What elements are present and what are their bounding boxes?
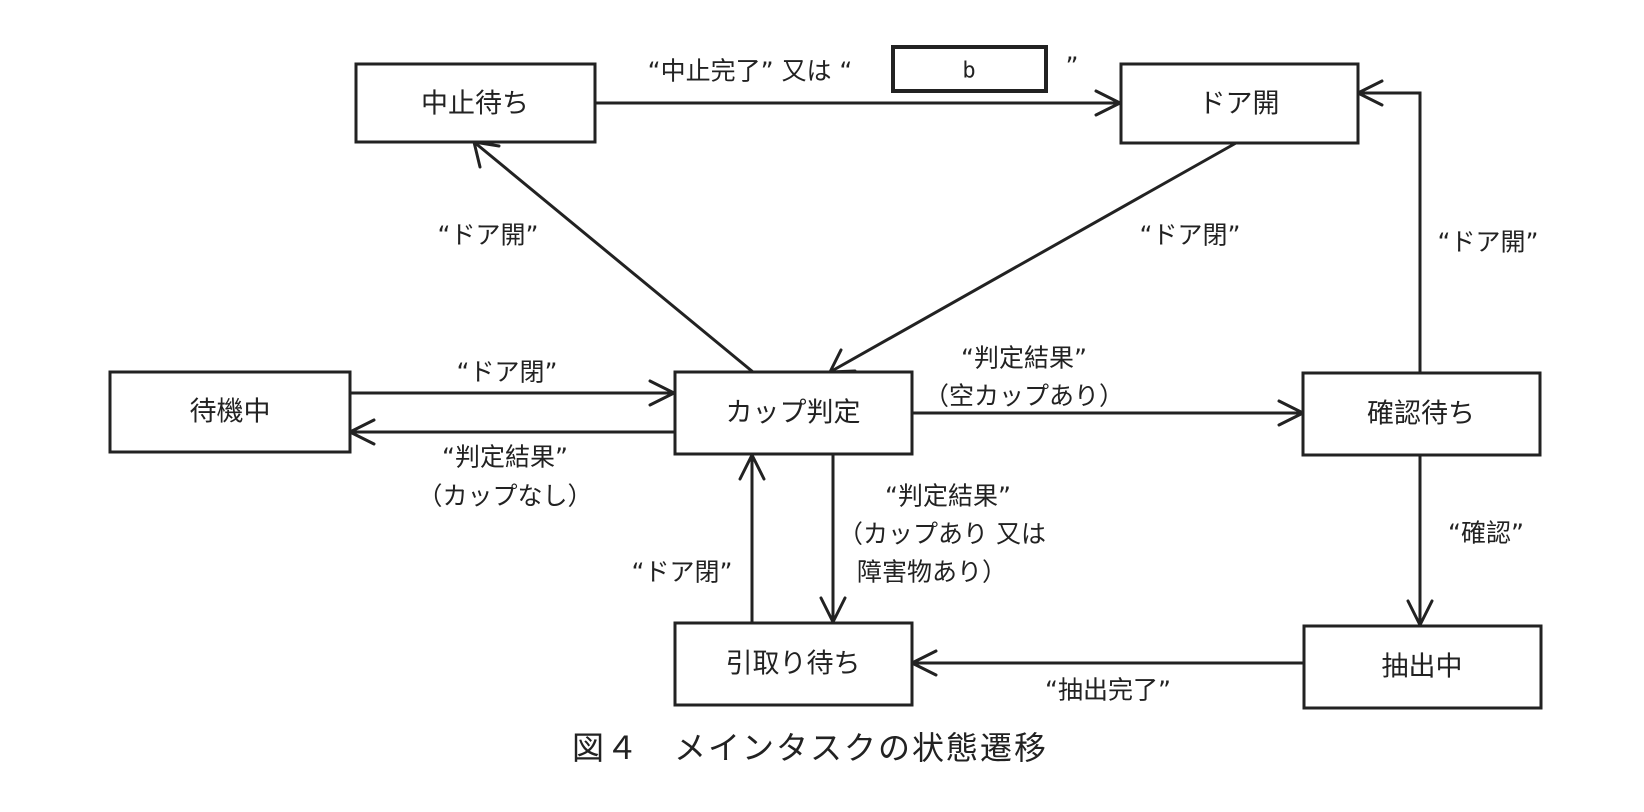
edge-chushi-to-door-open	[595, 89, 1122, 117]
edge-label-text: ”	[1066, 52, 1079, 81]
edge-kakunin-to-door-open	[1356, 79, 1422, 372]
state-kakunin-machi[interactable]: 確認待ち	[1301, 371, 1542, 457]
state-door-open[interactable]: ドア開	[1119, 62, 1360, 145]
edge-label-text: “判定結果”	[885, 482, 1011, 511]
edge-label-text: “抽出完了”	[1045, 676, 1171, 705]
answer-blank-label: b	[962, 59, 975, 84]
state-taiki-chu[interactable]: 待機中	[108, 370, 352, 454]
edge-label-text: “判定結果”	[961, 344, 1087, 373]
edge-label-text: “ドア閉”	[457, 358, 558, 387]
edge-label-text: “ドア開”	[1438, 228, 1539, 257]
answer-blank-box[interactable]: b	[891, 45, 1048, 93]
state-label: 待機中	[190, 397, 271, 428]
edge-label-text: （空カップあり）	[924, 382, 1124, 411]
edge-label-text: “ドア閉”	[632, 558, 733, 587]
edge-cup-to-taiki	[348, 418, 674, 446]
state-label: 中止待ち	[421, 89, 529, 120]
edge-hikitori-to-cup	[738, 453, 766, 622]
state-chushutsu-chu[interactable]: 抽出中	[1302, 624, 1543, 710]
figure-caption: 図４ メインタスクの状態遷移	[572, 729, 1048, 767]
state-hikitori-machi[interactable]: 引取り待ち	[673, 621, 914, 707]
edge-label-text: （カップなし）	[417, 482, 592, 511]
edge-label-chushi-to-door-open: “中止完了” 又は “ b ”	[648, 45, 1079, 93]
state-label: ドア開	[1199, 89, 1280, 120]
state-label: カップ判定	[726, 398, 861, 429]
edge-door-open-to-cup	[828, 141, 1237, 374]
edge-chushutsu-to-hikitori	[910, 649, 1303, 677]
edge-label-text: “ドア開”	[438, 221, 539, 250]
state-label: 引取り待ち	[726, 649, 861, 680]
edge-label-text: “ドア閉”	[1140, 221, 1241, 250]
edge-label-text: “確認”	[1448, 519, 1524, 548]
state-label: 抽出中	[1382, 652, 1463, 683]
edge-label-text: 障害物あり）	[857, 558, 1007, 587]
edge-kakunin-to-chushutsu	[1406, 455, 1434, 627]
edge-cup-to-chushi	[472, 140, 754, 374]
edge-label-text: “中止完了” 又は “	[648, 57, 853, 86]
state-cup-hantei[interactable]: カップ判定	[673, 370, 914, 456]
edge-label-text: “判定結果”	[442, 443, 568, 472]
state-label: 確認待ち	[1367, 399, 1475, 430]
state-chushi-machi[interactable]: 中止待ち	[354, 62, 597, 144]
edge-label-text: （カップあり 又は	[838, 520, 1046, 549]
